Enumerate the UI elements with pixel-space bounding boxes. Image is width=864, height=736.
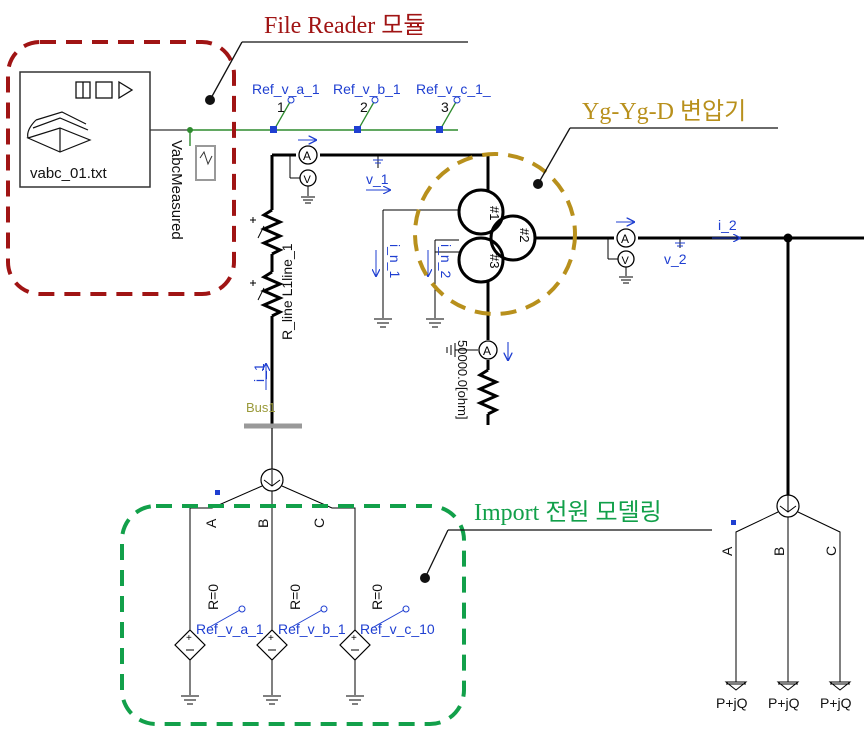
- load-label-c: P+jQ: [820, 695, 852, 711]
- import-source-callout-box: [120, 504, 466, 726]
- svg-text:+: +: [186, 633, 192, 644]
- file-reader-filename: vabc_01.txt: [30, 165, 108, 182]
- ammeter-1[interactable]: A: [298, 145, 318, 165]
- svg-text:+: +: [268, 633, 274, 644]
- phase-a-left: A: [203, 518, 219, 528]
- feeder-wires: [270, 153, 490, 210]
- voltage-source-a[interactable]: +: [174, 629, 206, 661]
- svg-text:A: A: [621, 232, 629, 246]
- svg-text:+: +: [351, 633, 357, 644]
- phase-a-right: A: [719, 546, 735, 556]
- file-reader-callout-box: [6, 40, 236, 296]
- label-in1: i_n_1: [387, 244, 403, 278]
- bus-splitter-right: [776, 494, 800, 518]
- voltage-source-b[interactable]: +: [256, 629, 288, 661]
- tag-ref-v-b: Ref_v_b_1: [333, 81, 401, 97]
- junction-dot: [783, 233, 793, 243]
- open-book-icon: [26, 111, 92, 153]
- svg-text:V: V: [622, 255, 630, 267]
- svg-text:A: A: [483, 344, 491, 358]
- load-label-b: P+jQ: [768, 695, 800, 711]
- voltmeter-2[interactable]: V: [617, 250, 635, 268]
- ground-symbol: [619, 276, 633, 284]
- grounding-resistor: [476, 282, 500, 425]
- label-i1: i_1: [251, 363, 267, 382]
- svg-text:A: A: [303, 149, 311, 163]
- winding-1-label: #1: [487, 206, 502, 220]
- load-label-a: P+jQ: [716, 695, 748, 711]
- bus1-label: Bus1: [246, 400, 276, 415]
- file-reader-block[interactable]: vabc_01.txt: [19, 71, 151, 188]
- source-tag-links: [207, 605, 410, 629]
- signal-taps: [273, 101, 457, 131]
- callout-file-reader: File Reader 모듈: [264, 13, 425, 39]
- phase-b-left: B: [255, 519, 271, 528]
- bus-squares: [270, 126, 443, 133]
- load-symbols[interactable]: [724, 681, 852, 691]
- svg-text:V: V: [304, 174, 312, 186]
- callout-import-source: Import 전원 모델링: [474, 499, 662, 526]
- load-branch-wires: [735, 511, 841, 682]
- label-v1: v_1: [366, 171, 389, 187]
- r0-c: R=0: [369, 584, 385, 610]
- source-branch-wires: [189, 485, 356, 695]
- voltmeter-1[interactable]: V: [299, 169, 317, 187]
- label-line-1: R_line L1line_1: [279, 243, 295, 340]
- r0-b: R=0: [287, 584, 303, 610]
- source-tag-c: Ref_v_c_10: [360, 621, 435, 637]
- line-impedance: [260, 208, 284, 425]
- play-controls-icon: [75, 80, 134, 100]
- grounding-resistor-value: 50000.0[ohm]: [455, 340, 470, 420]
- source-tag-a: Ref_v_a_1: [196, 621, 264, 637]
- ammeter-2[interactable]: A: [616, 228, 636, 248]
- output-port-box: [195, 145, 216, 181]
- tag-connectors: [287, 96, 461, 104]
- secondary-wires: [535, 236, 864, 495]
- tag-ref-v-a: Ref_v_a_1: [252, 81, 320, 97]
- phase-b-right: B: [771, 547, 787, 556]
- voltage-source-c[interactable]: +: [339, 629, 371, 661]
- output-name: VabcMeasured: [168, 140, 185, 240]
- phase-c-right: C: [823, 546, 839, 556]
- yg-yg-d-transformer[interactable]: [457, 188, 537, 284]
- phase-c-left: C: [311, 518, 327, 528]
- ground-symbols-sources: [181, 695, 364, 705]
- label-in2: i_n_2: [438, 244, 454, 278]
- tag-ref-v-c: Ref_v_c_1_: [416, 81, 491, 97]
- tap-number-1: 1: [277, 99, 285, 115]
- r0-a: R=0: [205, 584, 221, 610]
- tap-number-3: 3: [441, 99, 449, 115]
- ammeter-3[interactable]: A: [478, 340, 498, 360]
- neutral-wires: [382, 209, 459, 318]
- line-sign-markers: [250, 217, 265, 301]
- bus-splitter-left: [260, 468, 284, 492]
- winding-2-label: #2: [517, 228, 532, 242]
- label-v2: v_2: [664, 251, 687, 267]
- source-tag-b: Ref_v_b_1: [278, 621, 346, 637]
- callout-transformer: Yg-Yg-D 변압기: [582, 98, 746, 125]
- ground-symbols-neutral: [374, 318, 444, 328]
- ground-symbol: [301, 196, 315, 204]
- tap-number-2: 2: [360, 99, 368, 115]
- winding-3-label: #3: [487, 254, 502, 268]
- label-i2: i_2: [718, 217, 737, 233]
- transformer-callout-circle: [413, 152, 577, 316]
